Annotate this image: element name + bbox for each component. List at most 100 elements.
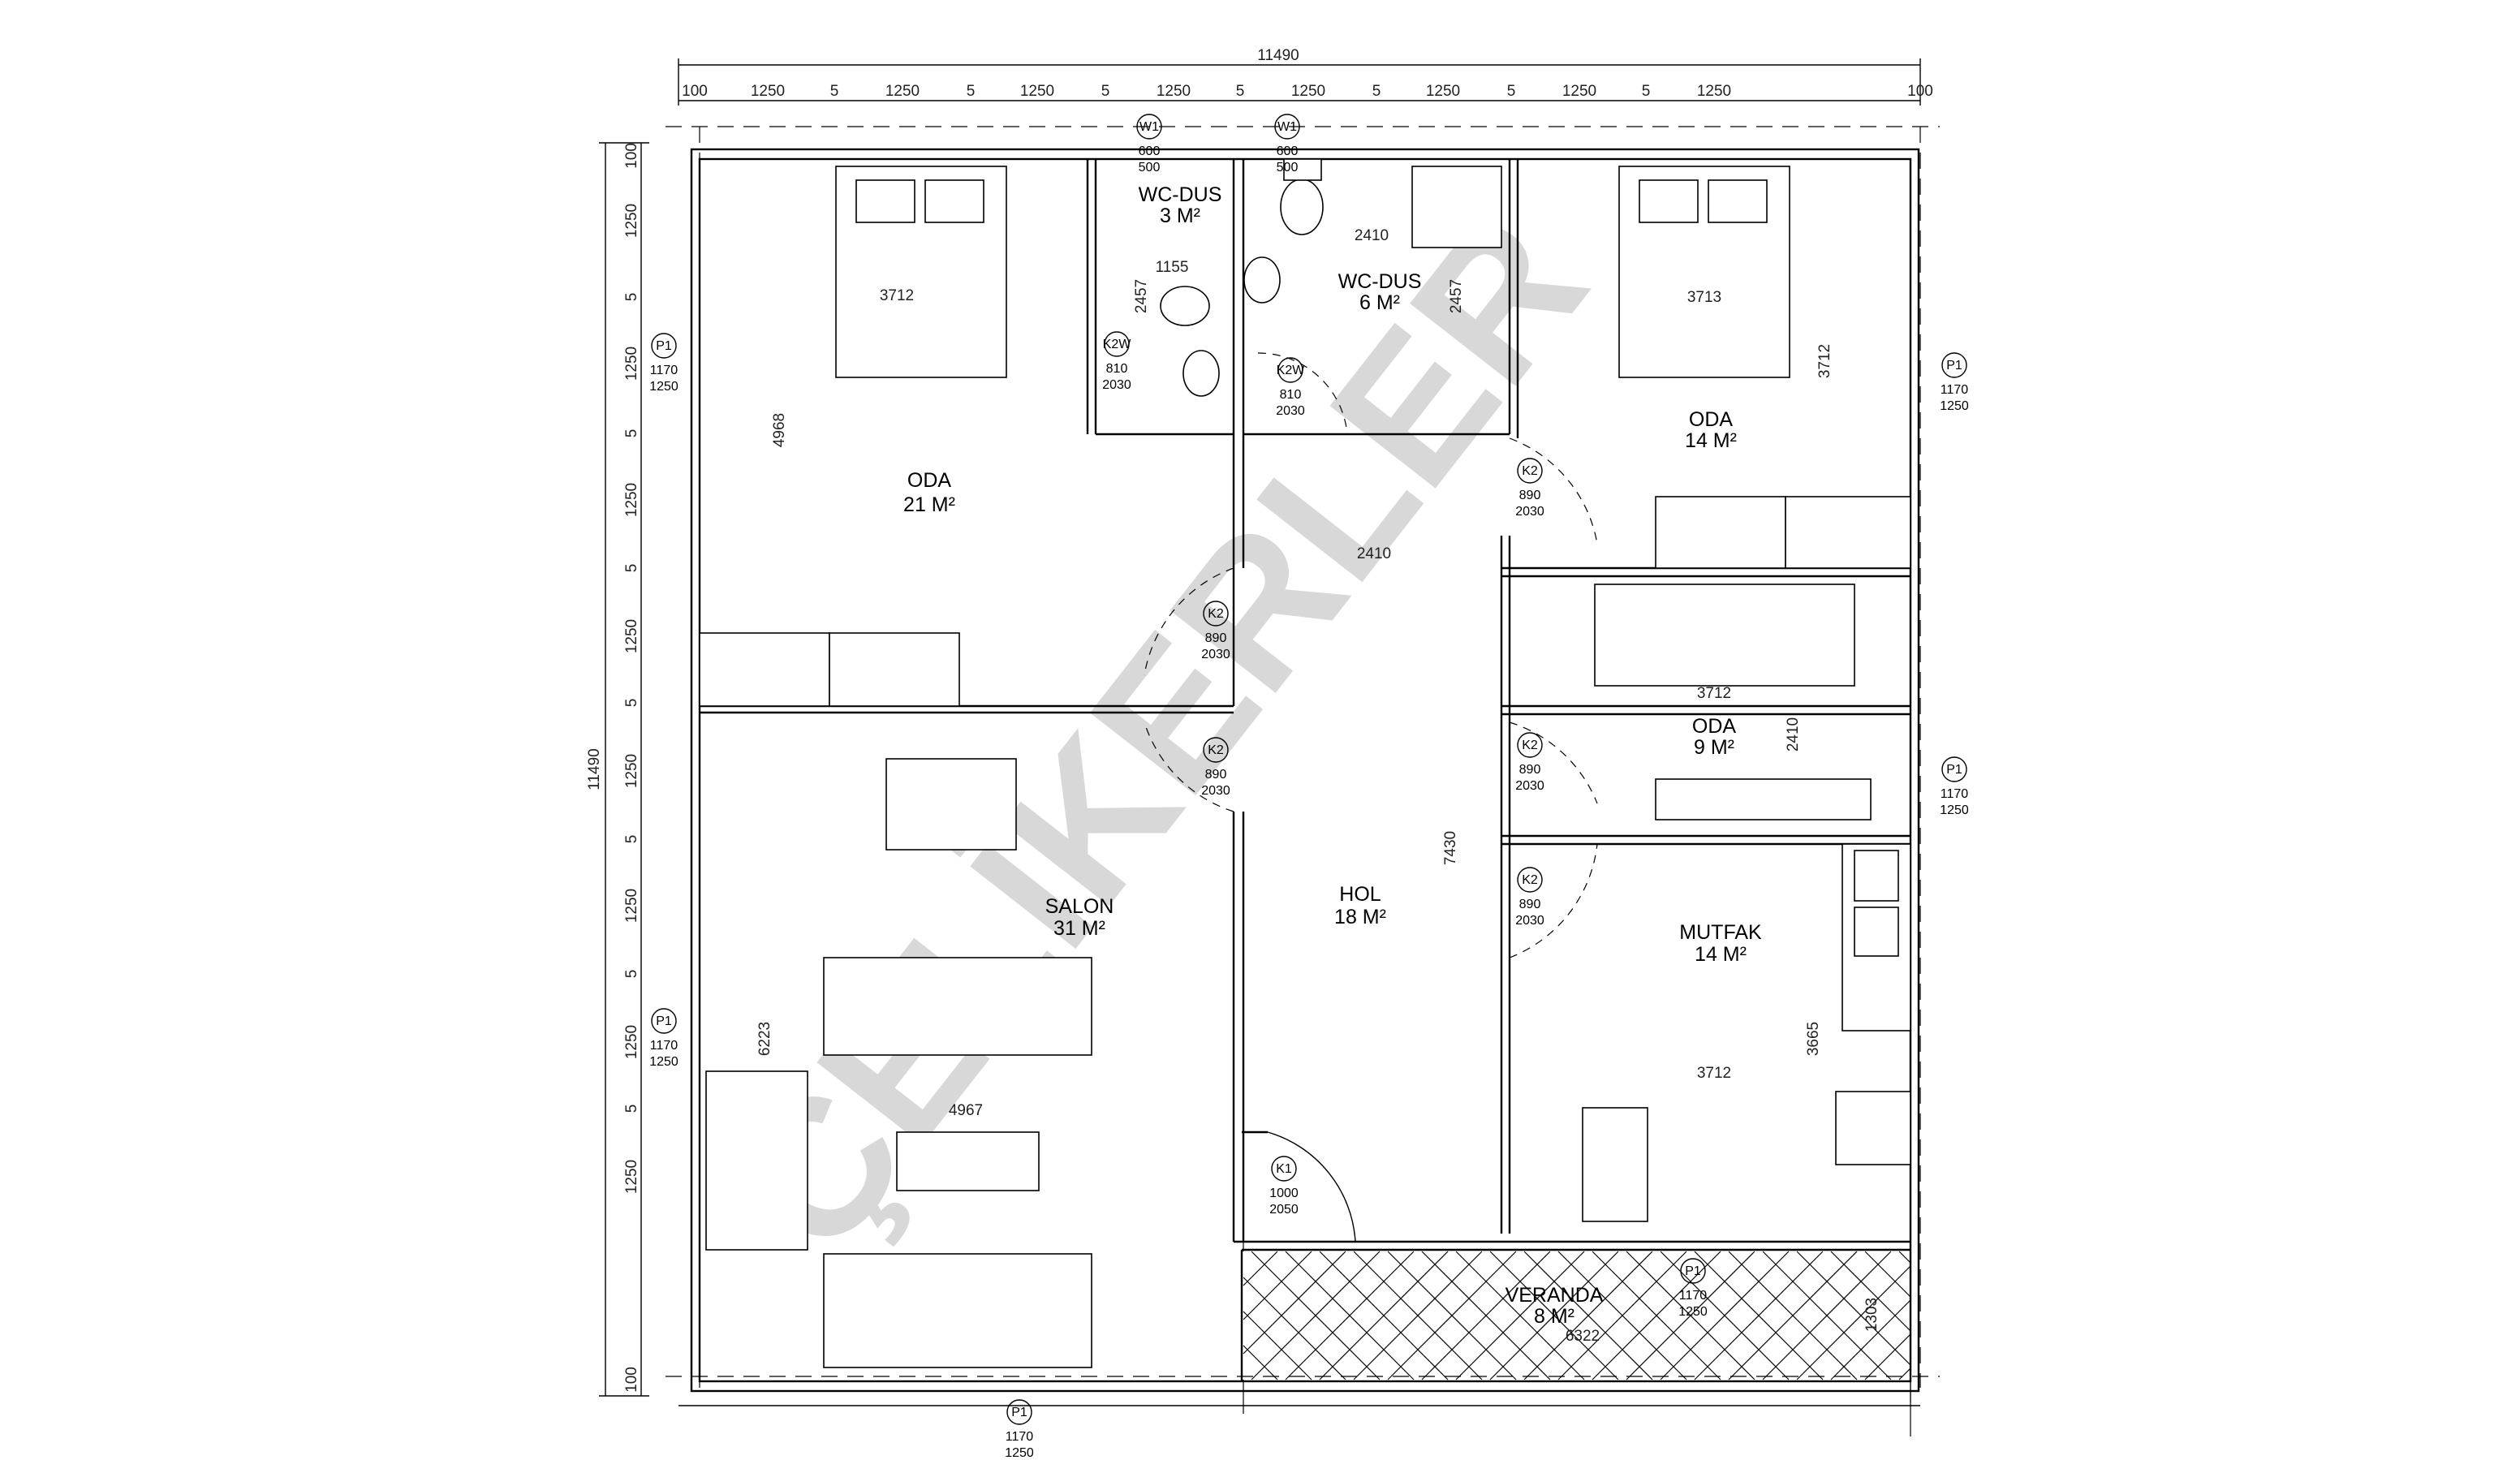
veranda-hatch bbox=[1243, 1195, 1911, 1436]
dim-label: 3712 bbox=[1816, 344, 1833, 378]
dim-label: 6322 bbox=[1566, 1328, 1600, 1345]
tag-height: 2030 bbox=[1515, 779, 1544, 793]
tag-code: W1 bbox=[1139, 120, 1159, 134]
top-dim-label: 1250 bbox=[1426, 83, 1460, 100]
hatch-line bbox=[1243, 1251, 1312, 1320]
tag-height: 2050 bbox=[1269, 1203, 1299, 1217]
hatch-line bbox=[1830, 1299, 1911, 1380]
dim-label: 3712 bbox=[1697, 685, 1731, 702]
dim-label: 3712 bbox=[880, 287, 914, 304]
top-dim-label: 1250 bbox=[1291, 83, 1325, 100]
tag-height: 1250 bbox=[649, 380, 678, 394]
hatch-line bbox=[1694, 1251, 1824, 1380]
hatch-line bbox=[1830, 1251, 1911, 1332]
tag-height: 1250 bbox=[1940, 399, 1969, 413]
tag-height: 2030 bbox=[1276, 404, 1305, 418]
tag-circle bbox=[1517, 867, 1543, 893]
tag-code: K1 bbox=[1276, 1162, 1292, 1176]
top-dim-label: 1250 bbox=[1562, 83, 1596, 100]
hatch-line bbox=[1455, 1251, 1585, 1380]
room-name: ODA bbox=[1692, 715, 1737, 738]
door-swings bbox=[1144, 352, 1598, 1243]
hatch-line bbox=[1387, 1251, 1517, 1380]
hatch-line bbox=[1796, 1265, 1911, 1380]
room-oda-small: ODA 9 M² bbox=[1692, 715, 1737, 759]
top-dim-label: 100 bbox=[1907, 83, 1933, 100]
tag-height: 1250 bbox=[1678, 1305, 1708, 1319]
top-dim-label: 100 bbox=[682, 83, 708, 100]
tag-circle bbox=[1203, 601, 1229, 627]
left-dim-label: 100 bbox=[623, 1367, 640, 1393]
top-dim-label: 5 bbox=[1642, 83, 1651, 100]
hatch-line bbox=[1243, 1251, 1278, 1286]
tag-width: 890 bbox=[1519, 763, 1541, 777]
tag-code: K2W bbox=[1103, 338, 1132, 351]
furniture bbox=[699, 158, 1911, 1368]
left-dim-label: 1250 bbox=[623, 204, 640, 238]
top-dim-label: 5 bbox=[967, 83, 976, 100]
tag-code: P1 bbox=[656, 1014, 672, 1028]
hatch-line bbox=[1864, 1333, 1911, 1380]
tag-circle bbox=[1136, 114, 1162, 140]
left-dim-label: 5 bbox=[623, 564, 640, 573]
hatch-line bbox=[1285, 1251, 1415, 1380]
room-name: HOL bbox=[1339, 883, 1381, 906]
dim-label: 2410 bbox=[1357, 545, 1391, 562]
dim-label: 7430 bbox=[1442, 831, 1459, 865]
tag-width: 890 bbox=[1205, 631, 1227, 645]
left-dim-label: 5 bbox=[623, 699, 640, 708]
left-dimension-labels: 1001250512505125051250512505125051250512… bbox=[623, 143, 640, 1393]
tag-circle bbox=[1277, 357, 1303, 383]
room-name: WC-DUS bbox=[1139, 183, 1222, 206]
room-name: ODA bbox=[1689, 408, 1734, 431]
tag-code: K2 bbox=[1208, 743, 1224, 757]
left-dim-label: 1250 bbox=[623, 483, 640, 517]
room-mutfak: MUTFAK 14 M² bbox=[1679, 921, 1762, 966]
top-dim-label: 1250 bbox=[1020, 83, 1054, 100]
left-dim-label: 5 bbox=[623, 293, 640, 302]
tag-width: 600 bbox=[1139, 144, 1161, 158]
tag-circle bbox=[1517, 732, 1543, 758]
dim-label: 3665 bbox=[1805, 1022, 1822, 1056]
dim-label: 4968 bbox=[771, 413, 788, 447]
dim-label: 2410 bbox=[1785, 717, 1802, 752]
room-wc-big: WC-DUS 6 M² bbox=[1338, 270, 1422, 314]
tag-code: W1 bbox=[1277, 120, 1297, 134]
hatch-line bbox=[1592, 1251, 1721, 1380]
watermark: ÇELİKERLER bbox=[689, 177, 1626, 1291]
hatch-line bbox=[1796, 1251, 1911, 1366]
room-area: 14 M² bbox=[1695, 943, 1747, 966]
room-area: 6 M² bbox=[1359, 291, 1400, 314]
tag-circle bbox=[1274, 114, 1300, 140]
tag-code: P1 bbox=[656, 339, 672, 353]
left-dim-label: 1250 bbox=[623, 619, 640, 653]
tag-height: 2030 bbox=[1102, 378, 1131, 392]
tag-height: 2030 bbox=[1201, 648, 1230, 661]
left-dim-label: 1250 bbox=[623, 347, 640, 381]
top-dim-label: 1250 bbox=[1157, 83, 1191, 100]
tag-height: 2030 bbox=[1515, 914, 1544, 928]
hatch-line bbox=[1728, 1251, 1858, 1380]
opening-tags: W1600500W1600500P111701250P111701250P111… bbox=[649, 114, 1969, 1460]
dim-label: 2410 bbox=[1355, 227, 1389, 244]
tag-height: 1250 bbox=[649, 1055, 678, 1069]
dim-label: 3712 bbox=[1697, 1065, 1731, 1082]
tag-width: 810 bbox=[1106, 362, 1128, 376]
dim-label: 1303 bbox=[1863, 1298, 1880, 1332]
hatch-line bbox=[1243, 1345, 1278, 1380]
room-name: WC-DUS bbox=[1338, 270, 1422, 293]
top-dim-label: 1250 bbox=[1697, 83, 1731, 100]
tag-width: 1170 bbox=[1006, 1430, 1034, 1444]
room-area: 8 M² bbox=[1534, 1305, 1574, 1328]
hatch-line bbox=[1864, 1251, 1911, 1298]
